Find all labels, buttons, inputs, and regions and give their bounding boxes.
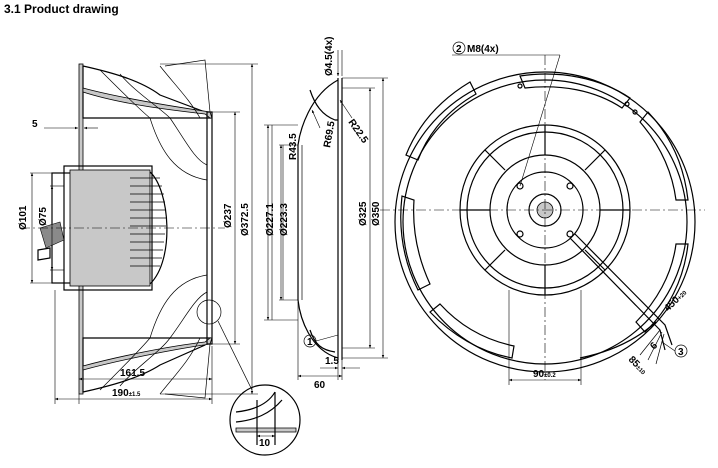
dim-d2271: Ø227.1 — [265, 203, 276, 236]
dim-d350: Ø350 — [371, 201, 382, 226]
dim-d325: Ø325 — [358, 201, 369, 226]
dim-5: 5 — [32, 119, 38, 130]
detail-view: 10 — [229, 384, 301, 456]
dim-d2233: Ø223.3 — [279, 203, 290, 236]
dim-d75: Ø75 — [38, 207, 49, 226]
dim-90-tol: ±0.2 — [544, 373, 556, 379]
dim-6: 6 — [648, 340, 660, 352]
dim-r43-5: R43.5 — [288, 133, 299, 160]
dim-r69-5: R69.5 — [322, 120, 338, 149]
dim-190: 190±1.5 — [112, 388, 141, 399]
dim-r22-5: R22.5 — [346, 117, 371, 146]
page-title: 3.1 Product drawing — [4, 2, 119, 16]
dim-90-value: 90 — [533, 369, 545, 380]
side-view: Ø101 Ø75 5 Ø237 Ø372.5 161.5 190±1.5 — [18, 59, 301, 456]
dim-450-tol: +20 — [677, 290, 689, 302]
callout-2: 2 — [456, 44, 462, 55]
dim-190-tol: ±1.5 — [129, 392, 141, 398]
dim-90: 90±0.2 — [533, 369, 556, 380]
front-view: 2 M8(4x) 90±0.2 450+20 6 85±10 3 — [380, 41, 705, 385]
callout-3: 3 — [678, 347, 684, 358]
dim-85-tol: ±10 — [634, 365, 646, 377]
dim-161-5: 161.5 — [120, 368, 145, 379]
callout-1: 1 — [307, 337, 313, 348]
dim-d3725: Ø372.5 — [240, 203, 251, 236]
dim-190-value: 190 — [112, 388, 129, 399]
inlet-ring-section: Ø325 Ø350 Ø227.1 Ø223.3 R43.5 R69.5 R22.… — [264, 37, 388, 391]
dim-d4-5: Ø4.5(4x) — [324, 37, 335, 76]
dim-85: 85±10 — [626, 354, 649, 377]
dim-60: 60 — [314, 380, 326, 391]
dim-1-5: 1.5 — [325, 356, 339, 367]
dim-450: 450+20 — [662, 287, 689, 314]
dim-d101: Ø101 — [18, 205, 29, 230]
dim-10: 10 — [259, 438, 271, 449]
dim-m8: M8(4x) — [467, 44, 499, 55]
dim-d237: Ø237 — [223, 203, 234, 228]
